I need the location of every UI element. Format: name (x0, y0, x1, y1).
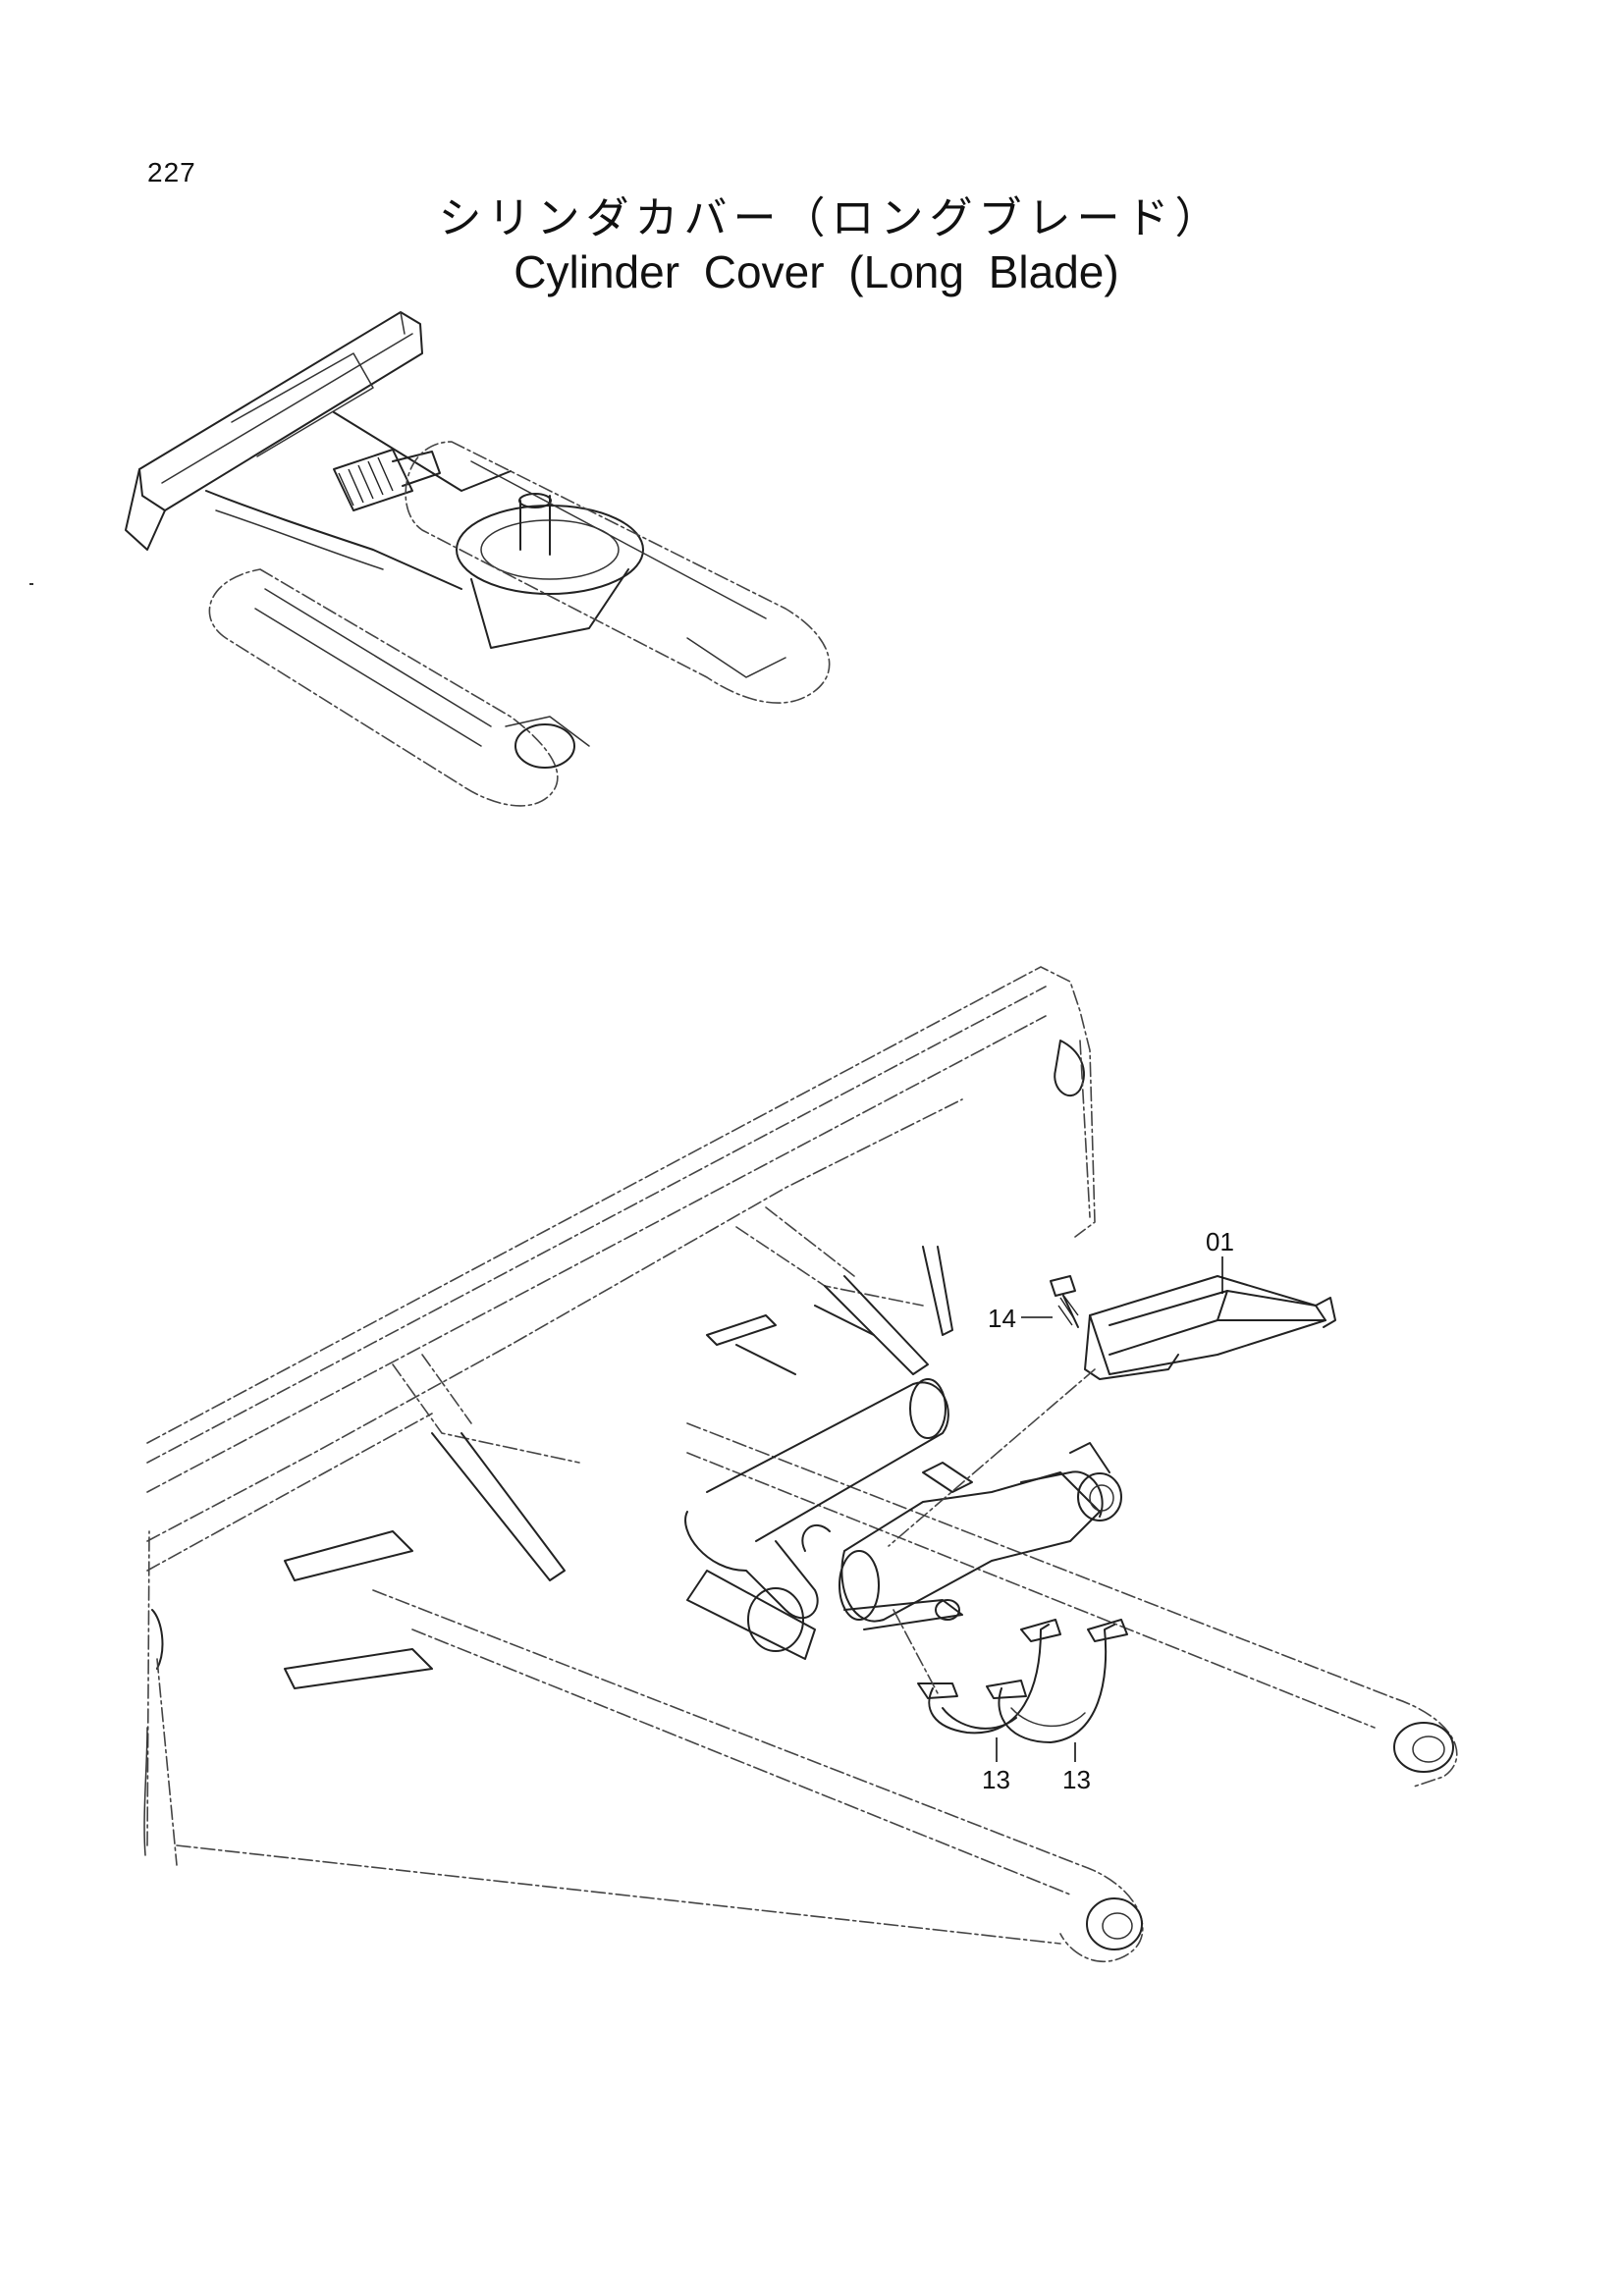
overview-cylinder (333, 449, 441, 511)
detail-blade-ribs (284, 1206, 953, 1689)
detail-blade-frame (143, 966, 1096, 1866)
overview-blade-arms (205, 411, 512, 590)
title-japanese: シリンダカバー（ロングブレード） (438, 193, 1224, 243)
callout-14: 14 (988, 1304, 1016, 1333)
callout-01: 01 (1206, 1227, 1234, 1256)
margin-mark (29, 583, 33, 585)
assembly-lines (888, 1368, 1096, 1694)
overview-idler (505, 716, 590, 769)
detail-blade-arms (176, 1422, 1458, 1963)
callout-13-left: 13 (982, 1765, 1010, 1794)
part-14-bolt (1050, 1275, 1079, 1328)
page-number: 227 (147, 157, 196, 187)
detail-cylinder (684, 1305, 1122, 1660)
overview-blade (125, 311, 423, 551)
part-13-clamps (917, 1619, 1128, 1743)
leader-lines (996, 1256, 1223, 1762)
callout-13-right: 13 (1062, 1765, 1091, 1794)
overview-swing-bearing (456, 493, 644, 649)
part-01-cylinder-cover (1084, 1275, 1336, 1380)
overview-track-left (208, 568, 559, 807)
title-english: Cylinder Cover (Long Blade) (514, 246, 1119, 297)
overview-track-right (405, 441, 831, 704)
